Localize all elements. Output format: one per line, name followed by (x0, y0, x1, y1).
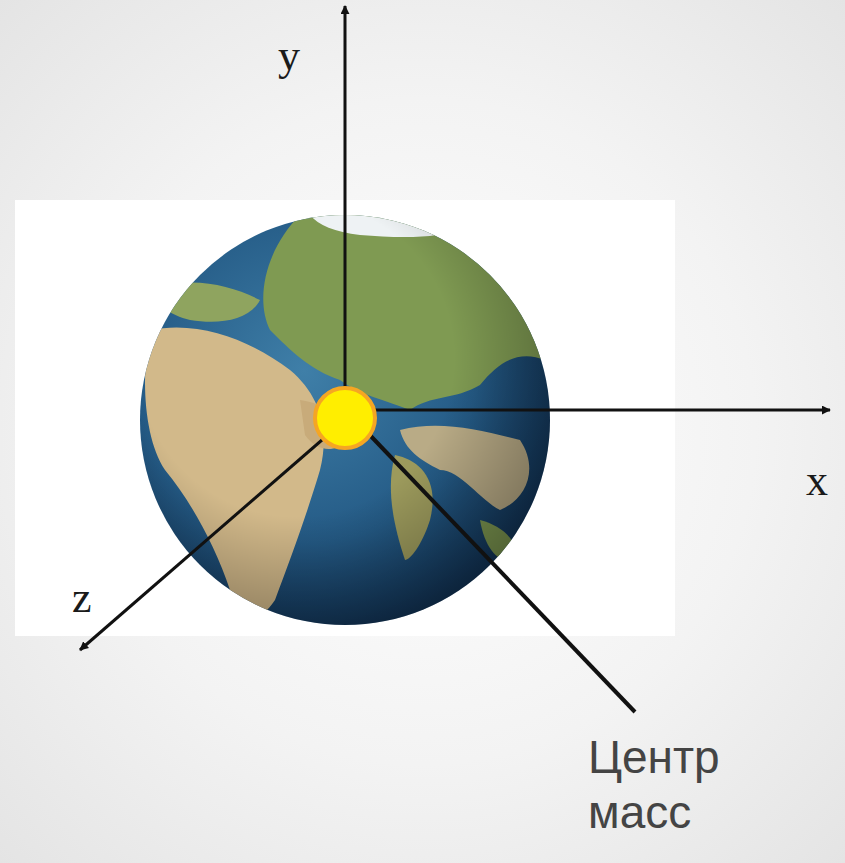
axis-label: z (72, 572, 92, 625)
center-of-mass-label: Центр масс (588, 730, 808, 840)
y-axis (344, 6, 347, 420)
z-axis (80, 420, 345, 650)
leader-line (365, 430, 635, 712)
axis-label: y (278, 30, 300, 83)
x-axis (345, 409, 830, 412)
axis-label: x (806, 455, 828, 508)
center-of-mass-dot (315, 388, 375, 448)
